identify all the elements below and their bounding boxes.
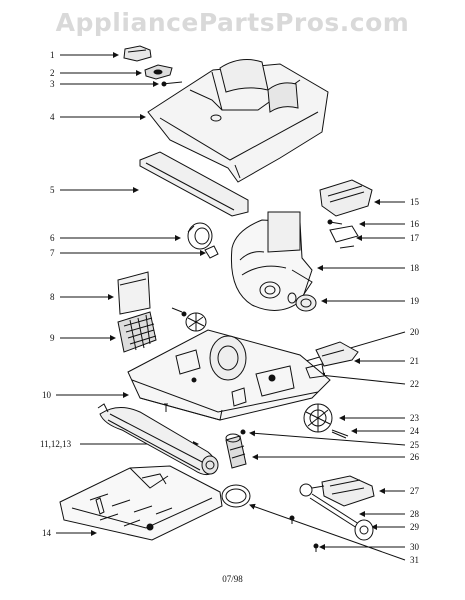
callout-label-6: 6 [50,233,55,243]
callout-label-7: 7 [50,248,55,258]
callout-label-5: 5 [50,185,55,195]
part-end-cap [287,292,317,312]
part-hood [147,59,329,183]
callout-label-23: 23 [410,413,420,423]
part-pedal-27 [299,475,375,507]
callout-label-14: 14 [42,528,52,538]
part-cover-clip [123,45,152,62]
callout-19: 19 [321,296,420,306]
callout-label-2: 2 [50,68,55,78]
part-grill-filter [117,311,157,353]
callout-label-3: 3 [50,79,55,89]
callout-label-29: 29 [410,522,420,532]
callout-10: 10 [42,390,129,400]
diagram-code: 07/98 [222,574,243,584]
part-screw-30 [313,543,319,552]
callout-15: 15 [374,197,420,207]
callout-22: 22 [319,372,419,389]
callout-28: 28 [359,509,420,519]
part-screw-3 [161,81,183,87]
part-bracket-22 [305,363,325,379]
callout-label-17: 17 [410,233,420,243]
callout-label-27: 27 [410,486,420,496]
part-screw-lower [289,515,295,524]
callout-label-1: 1 [50,50,55,60]
callout-label-20: 20 [410,327,420,337]
callout-30: 30 [319,542,420,552]
part-filter-8 [117,271,151,315]
callout-label-21: 21 [410,356,419,366]
part-clip-7 [204,245,219,259]
part-bracket-17 [329,225,359,249]
callout-label-16: 16 [410,219,420,229]
callout-label-10: 10 [42,390,52,400]
callout-label-8: 8 [50,292,55,302]
callout-8: 8 [50,292,114,302]
callout-23: 23 [339,413,420,423]
callout-24: 24 [351,426,420,436]
callout-label-31: 31 [410,555,419,565]
callout-label-11-12-13: 11,12,13 [40,439,72,449]
part-screw-center [171,307,187,317]
callout-label-25: 25 [410,440,420,450]
callout-18: 18 [317,263,420,273]
part-ring-6 [187,222,213,250]
callout-29: 29 [371,522,420,532]
callout-14: 14 [42,528,97,538]
callout-label-24: 24 [410,426,420,436]
part-pin-near-base [164,403,168,412]
part-brush-roll [97,403,219,476]
part-belt [221,484,251,508]
part-bumper-strip [139,151,249,217]
callout-16: 16 [359,219,420,229]
part-axle-rod [309,493,363,531]
callout-label-15: 15 [410,197,420,207]
part-wheel-29 [354,519,374,541]
watermark: AppliancePartsPros.com [55,8,410,37]
callout-17: 17 [356,233,420,243]
part-motor-housing [230,211,313,311]
callout-2: 2 [50,68,142,78]
part-screw-25 [240,429,246,435]
callout-label-22: 22 [410,379,419,389]
callout-label-9: 9 [50,333,55,343]
callout-label-28: 28 [410,509,420,519]
part-impeller [185,312,207,332]
callout-3: 3 [50,79,159,89]
callout-label-4: 4 [50,112,55,122]
callout-21: 21 [354,356,419,366]
callout-7: 7 [50,248,206,258]
callout-label-26: 26 [410,452,420,462]
callout-1: 1 [50,50,119,60]
callout-label-18: 18 [410,263,420,273]
part-screw-16 [327,219,343,225]
callout-25: 25 [249,430,420,450]
part-bottom-plate [59,465,223,541]
part-axle-pin [331,429,349,439]
part-handle-cover [319,179,373,217]
callout-31: 31 [249,503,419,565]
part-base [127,329,331,421]
part-post-26 [225,433,247,469]
callout-26: 26 [252,452,420,462]
part-latch-21 [315,341,359,367]
callout-label-19: 19 [410,296,420,306]
callout-label-30: 30 [410,542,420,552]
callout-27: 27 [379,486,420,496]
callout-6: 6 [50,233,181,243]
callout-5: 5 [50,185,139,195]
part-small-filter [144,64,173,80]
callout-4: 4 [50,112,146,122]
callout-9: 9 [50,333,116,343]
part-wheel-23 [303,403,333,433]
